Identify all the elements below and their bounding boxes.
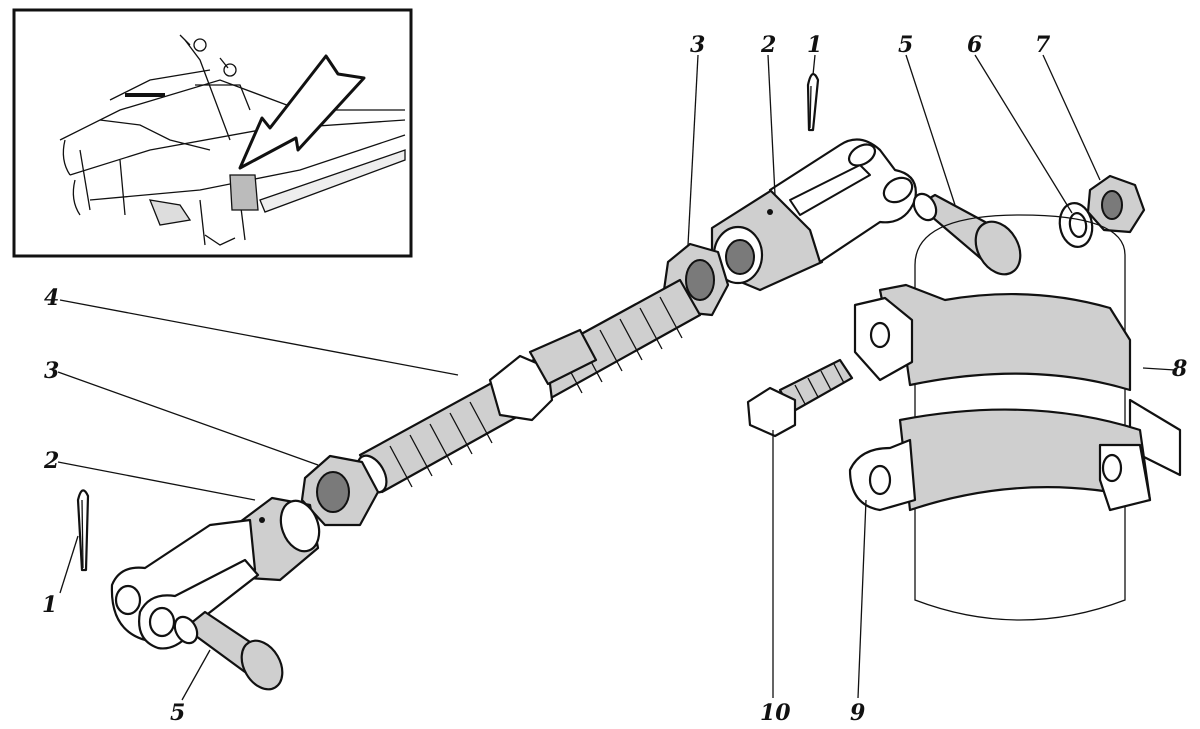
label-9: 9 <box>850 700 865 726</box>
label-3-left: 3 <box>44 358 59 384</box>
callout-labels: 1 2 3 5 6 7 4 3 8 2 1 5 10 9 <box>42 32 1187 726</box>
leader-lines <box>57 54 1176 701</box>
label-5-top: 5 <box>898 32 913 58</box>
clamp-upper-half <box>853 283 1182 477</box>
label-3-top: 3 <box>690 32 705 58</box>
clevis-fork-left <box>110 496 321 650</box>
clevis-pin-top <box>912 192 1022 276</box>
label-8: 8 <box>1171 356 1187 382</box>
clamp-lower-half <box>848 408 1152 512</box>
pointer-arrow-icon <box>238 54 366 170</box>
hex-nut <box>1086 174 1146 234</box>
label-1-top: 1 <box>807 32 822 58</box>
cotter-pin-left <box>76 489 90 572</box>
label-2-top: 2 <box>760 32 776 58</box>
label-10: 10 <box>760 700 791 726</box>
lock-nut-left <box>300 454 380 527</box>
label-1-left: 1 <box>42 592 57 618</box>
label-2-left: 2 <box>43 448 59 474</box>
label-7: 7 <box>1035 32 1051 58</box>
cotter-pin-top <box>806 73 820 132</box>
lock-nut-top <box>662 242 730 317</box>
hex-bolt <box>746 358 854 438</box>
clevis-fork-top <box>710 138 917 292</box>
label-5-bottom: 5 <box>170 700 185 726</box>
pipe-cylinder <box>914 214 1126 621</box>
threaded-rod <box>356 278 702 494</box>
label-4: 4 <box>44 285 59 311</box>
inset-overview <box>12 8 413 258</box>
label-6: 6 <box>967 32 982 58</box>
clevis-pin-bottom <box>173 610 284 691</box>
